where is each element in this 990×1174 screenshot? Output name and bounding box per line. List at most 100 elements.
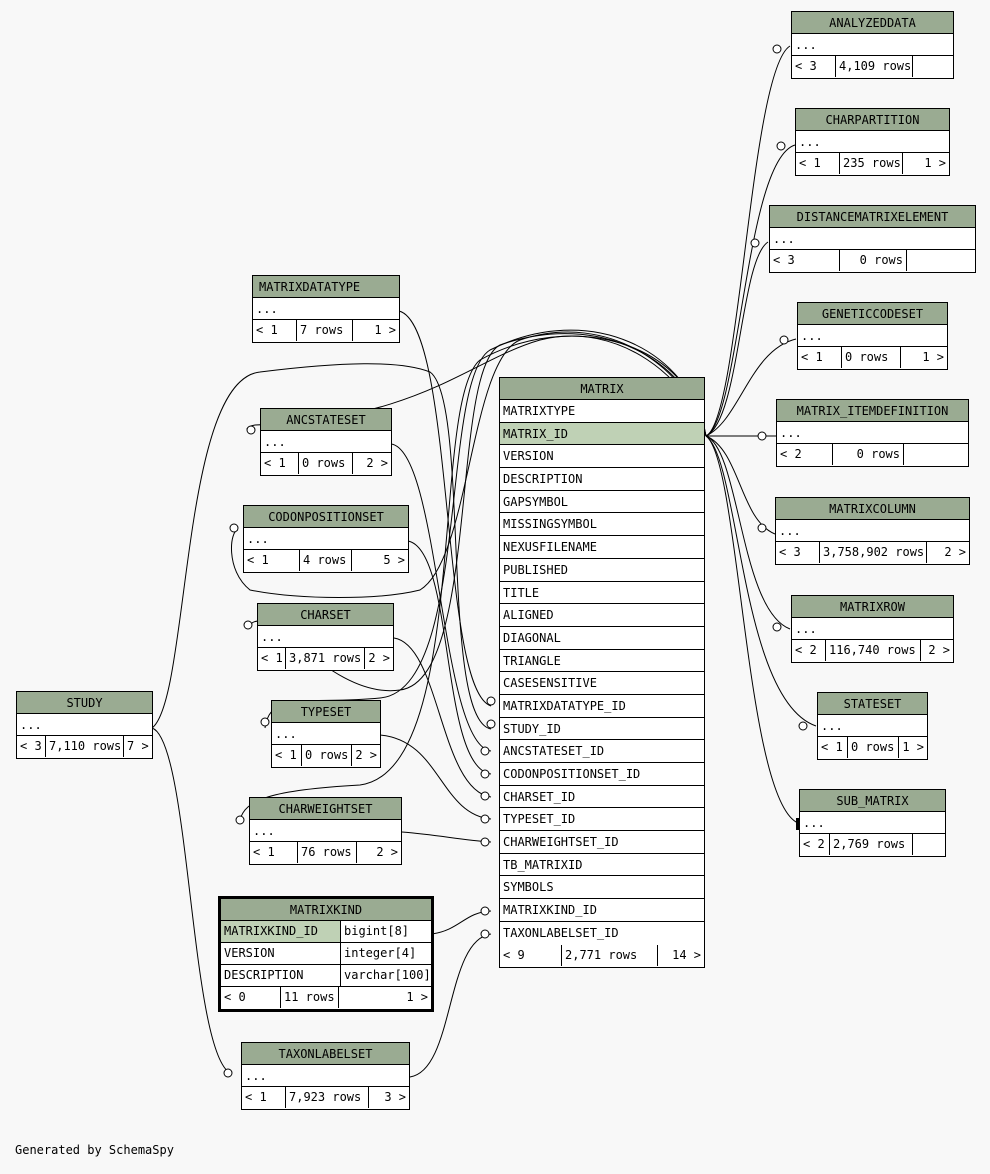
parents-count[interactable]: 2 > [944,545,966,559]
column-type: bigint[8] [341,921,431,942]
column-row[interactable]: PUBLISHED [500,559,704,582]
column-row[interactable]: ALIGNED [500,604,704,627]
table-matrixdatatype[interactable]: MATRIXDATATYPE ... < 1 7 rows 1 > [252,275,400,343]
children-count[interactable]: < 1 [796,153,840,174]
children-count[interactable]: < 1 [272,745,302,766]
table-stateset[interactable]: STATESET ... < 1 0 rows 1 > [817,692,928,760]
column-row[interactable]: VERSION integer[4] [221,943,431,965]
table-matrix-itemdefinition[interactable]: MATRIX_ITEMDEFINITION ... < 2 0 rows [776,399,969,467]
children-count[interactable]: < 2 [792,640,826,661]
column-row[interactable]: MATRIX_ID [500,422,704,446]
column-row[interactable]: TRIANGLE [500,650,704,673]
parents-count[interactable]: 1 > [922,350,944,364]
children-count[interactable]: < 1 [818,737,848,758]
column-row[interactable]: TYPESET_ID [500,808,704,832]
parents-count[interactable] [907,250,975,271]
column-row[interactable]: CHARWEIGHTSET_ID [500,831,704,854]
column-row[interactable]: MATRIXKIND_ID bigint[8] [221,921,431,943]
table-distancematrixelement[interactable]: DISTANCEMATRIXELEMENT ... < 3 0 rows [769,205,976,273]
edge-to-charweightset [239,335,707,821]
column-row[interactable]: ANCSTATESET_ID [500,740,704,763]
table-matrixrow[interactable]: MATRIXROW ... < 2 116,740 rows 2 > [791,595,954,663]
parents-count[interactable]: 14 > [672,947,701,962]
table-charpartition[interactable]: CHARPARTITION ... < 1 235 rows 1 > [795,108,950,176]
collapsed-columns: ... [792,618,953,640]
table-header: CHARWEIGHTSET [250,798,401,820]
column-row[interactable]: TITLE [500,582,704,605]
table-matrixcolumn[interactable]: MATRIXCOLUMN ... < 3 3,758,902 rows 2 > [775,497,970,565]
row-count: 3,758,902 rows [820,542,927,563]
children-count[interactable]: < 9 [500,944,562,966]
parents-count[interactable]: 2 > [928,643,950,657]
column-row[interactable]: MATRIXKIND_ID [500,899,704,922]
table-charweightset[interactable]: CHARWEIGHTSET ... < 1 76 rows 2 > [249,797,402,865]
collapsed-columns: ... [272,723,380,745]
column-row[interactable]: NEXUSFILENAME [500,536,704,559]
column-row[interactable]: VERSION [500,445,704,469]
children-count[interactable]: < 1 [250,842,298,863]
children-count[interactable]: < 2 [800,834,830,855]
column-row[interactable]: DESCRIPTION [500,468,704,491]
edge-matrixdatatype [398,310,492,707]
column-row[interactable]: MISSINGSYMBOL [500,513,704,537]
table-codonpositionset[interactable]: CODONPOSITIONSET ... < 1 4 rows 5 > [243,505,409,573]
column-row[interactable]: DESCRIPTION varchar[100] [221,965,431,987]
parents-count[interactable] [904,444,968,465]
parents-count[interactable]: 2 > [355,748,377,762]
table-footer: < 2 0 rows [777,444,968,466]
children-count[interactable]: < 1 [261,453,299,474]
parents-count[interactable]: 1 > [924,156,946,170]
column-row[interactable]: CHARSET_ID [500,786,704,809]
column-row[interactable]: MATRIXDATATYPE_ID [500,695,704,718]
children-count[interactable]: < 1 [242,1087,286,1108]
table-ancstateset[interactable]: ANCSTATESET ... < 1 0 rows 2 > [260,408,392,476]
table-analyzeddata[interactable]: ANALYZEDDATA ... < 3 4,109 rows [791,11,954,79]
parents-count[interactable]: 1 > [406,990,428,1004]
edge-to-sub-matrix [705,435,799,824]
column-row[interactable]: SYMBOLS [500,876,704,900]
column-row[interactable]: GAPSYMBOL [500,491,704,514]
table-sub-matrix[interactable]: SUB_MATRIX ... < 2 2,769 rows [799,789,946,857]
parents-count[interactable] [913,56,953,77]
children-count[interactable]: < 3 [776,542,820,563]
column-row[interactable]: MATRIXTYPE [500,400,704,423]
children-count[interactable]: < 3 [17,736,46,757]
parents-count[interactable]: 2 > [366,456,388,470]
parents-count[interactable]: 1 > [374,323,396,337]
children-count[interactable]: < 0 [221,987,281,1008]
parents-count[interactable] [913,834,945,855]
parents-count[interactable]: 2 > [368,651,390,665]
table-study[interactable]: STUDY ... < 3 7,110 rows 7 > [16,691,153,759]
column-row[interactable]: TAXONLABELSET_ID [503,925,619,940]
parents-count[interactable]: 5 > [383,553,405,567]
parents-count[interactable]: 3 > [384,1090,406,1104]
children-count[interactable]: < 1 [798,347,842,368]
table-typeset[interactable]: TYPESET ... < 1 0 rows 2 > [271,700,381,768]
children-count[interactable]: < 1 [253,320,297,341]
parents-count[interactable]: 2 > [376,845,398,859]
parents-count[interactable]: 1 > [902,740,924,754]
children-count[interactable]: < 3 [770,250,840,271]
children-count[interactable]: < 1 [258,648,286,669]
table-taxonlabelset[interactable]: TAXONLABELSET ... < 1 7,923 rows 3 > [241,1042,410,1110]
parents-count[interactable]: 7 > [127,739,149,753]
column-row[interactable]: DIAGONAL [500,627,704,650]
column-row[interactable]: CODONPOSITIONSET_ID [500,763,704,786]
column-row[interactable]: STUDY_ID [500,718,704,741]
collapsed-columns: ... [261,431,391,453]
collapsed-columns: ... [250,820,401,842]
column-row[interactable]: TB_MATRIXID [500,854,704,877]
table-charset[interactable]: CHARSET ... < 1 3,871 rows 2 > [257,603,394,671]
children-count[interactable]: < 1 [244,550,300,571]
children-count[interactable]: < 3 [792,56,836,77]
children-count[interactable]: < 2 [777,444,833,465]
table-header: MATRIXDATATYPE [253,276,399,298]
collapsed-columns: ... [777,422,968,444]
table-matrixkind[interactable]: MATRIXKIND MATRIXKIND_ID bigint[8] VERSI… [218,896,434,1012]
edge-to-matrixrow [705,435,791,630]
table-geneticcodeset[interactable]: GENETICCODESET ... < 1 0 rows 1 > [797,302,948,370]
column-row[interactable]: CASESENSITIVE [500,672,704,695]
column-name: DESCRIPTION [221,965,341,986]
row-count: 11 rows [281,987,339,1008]
